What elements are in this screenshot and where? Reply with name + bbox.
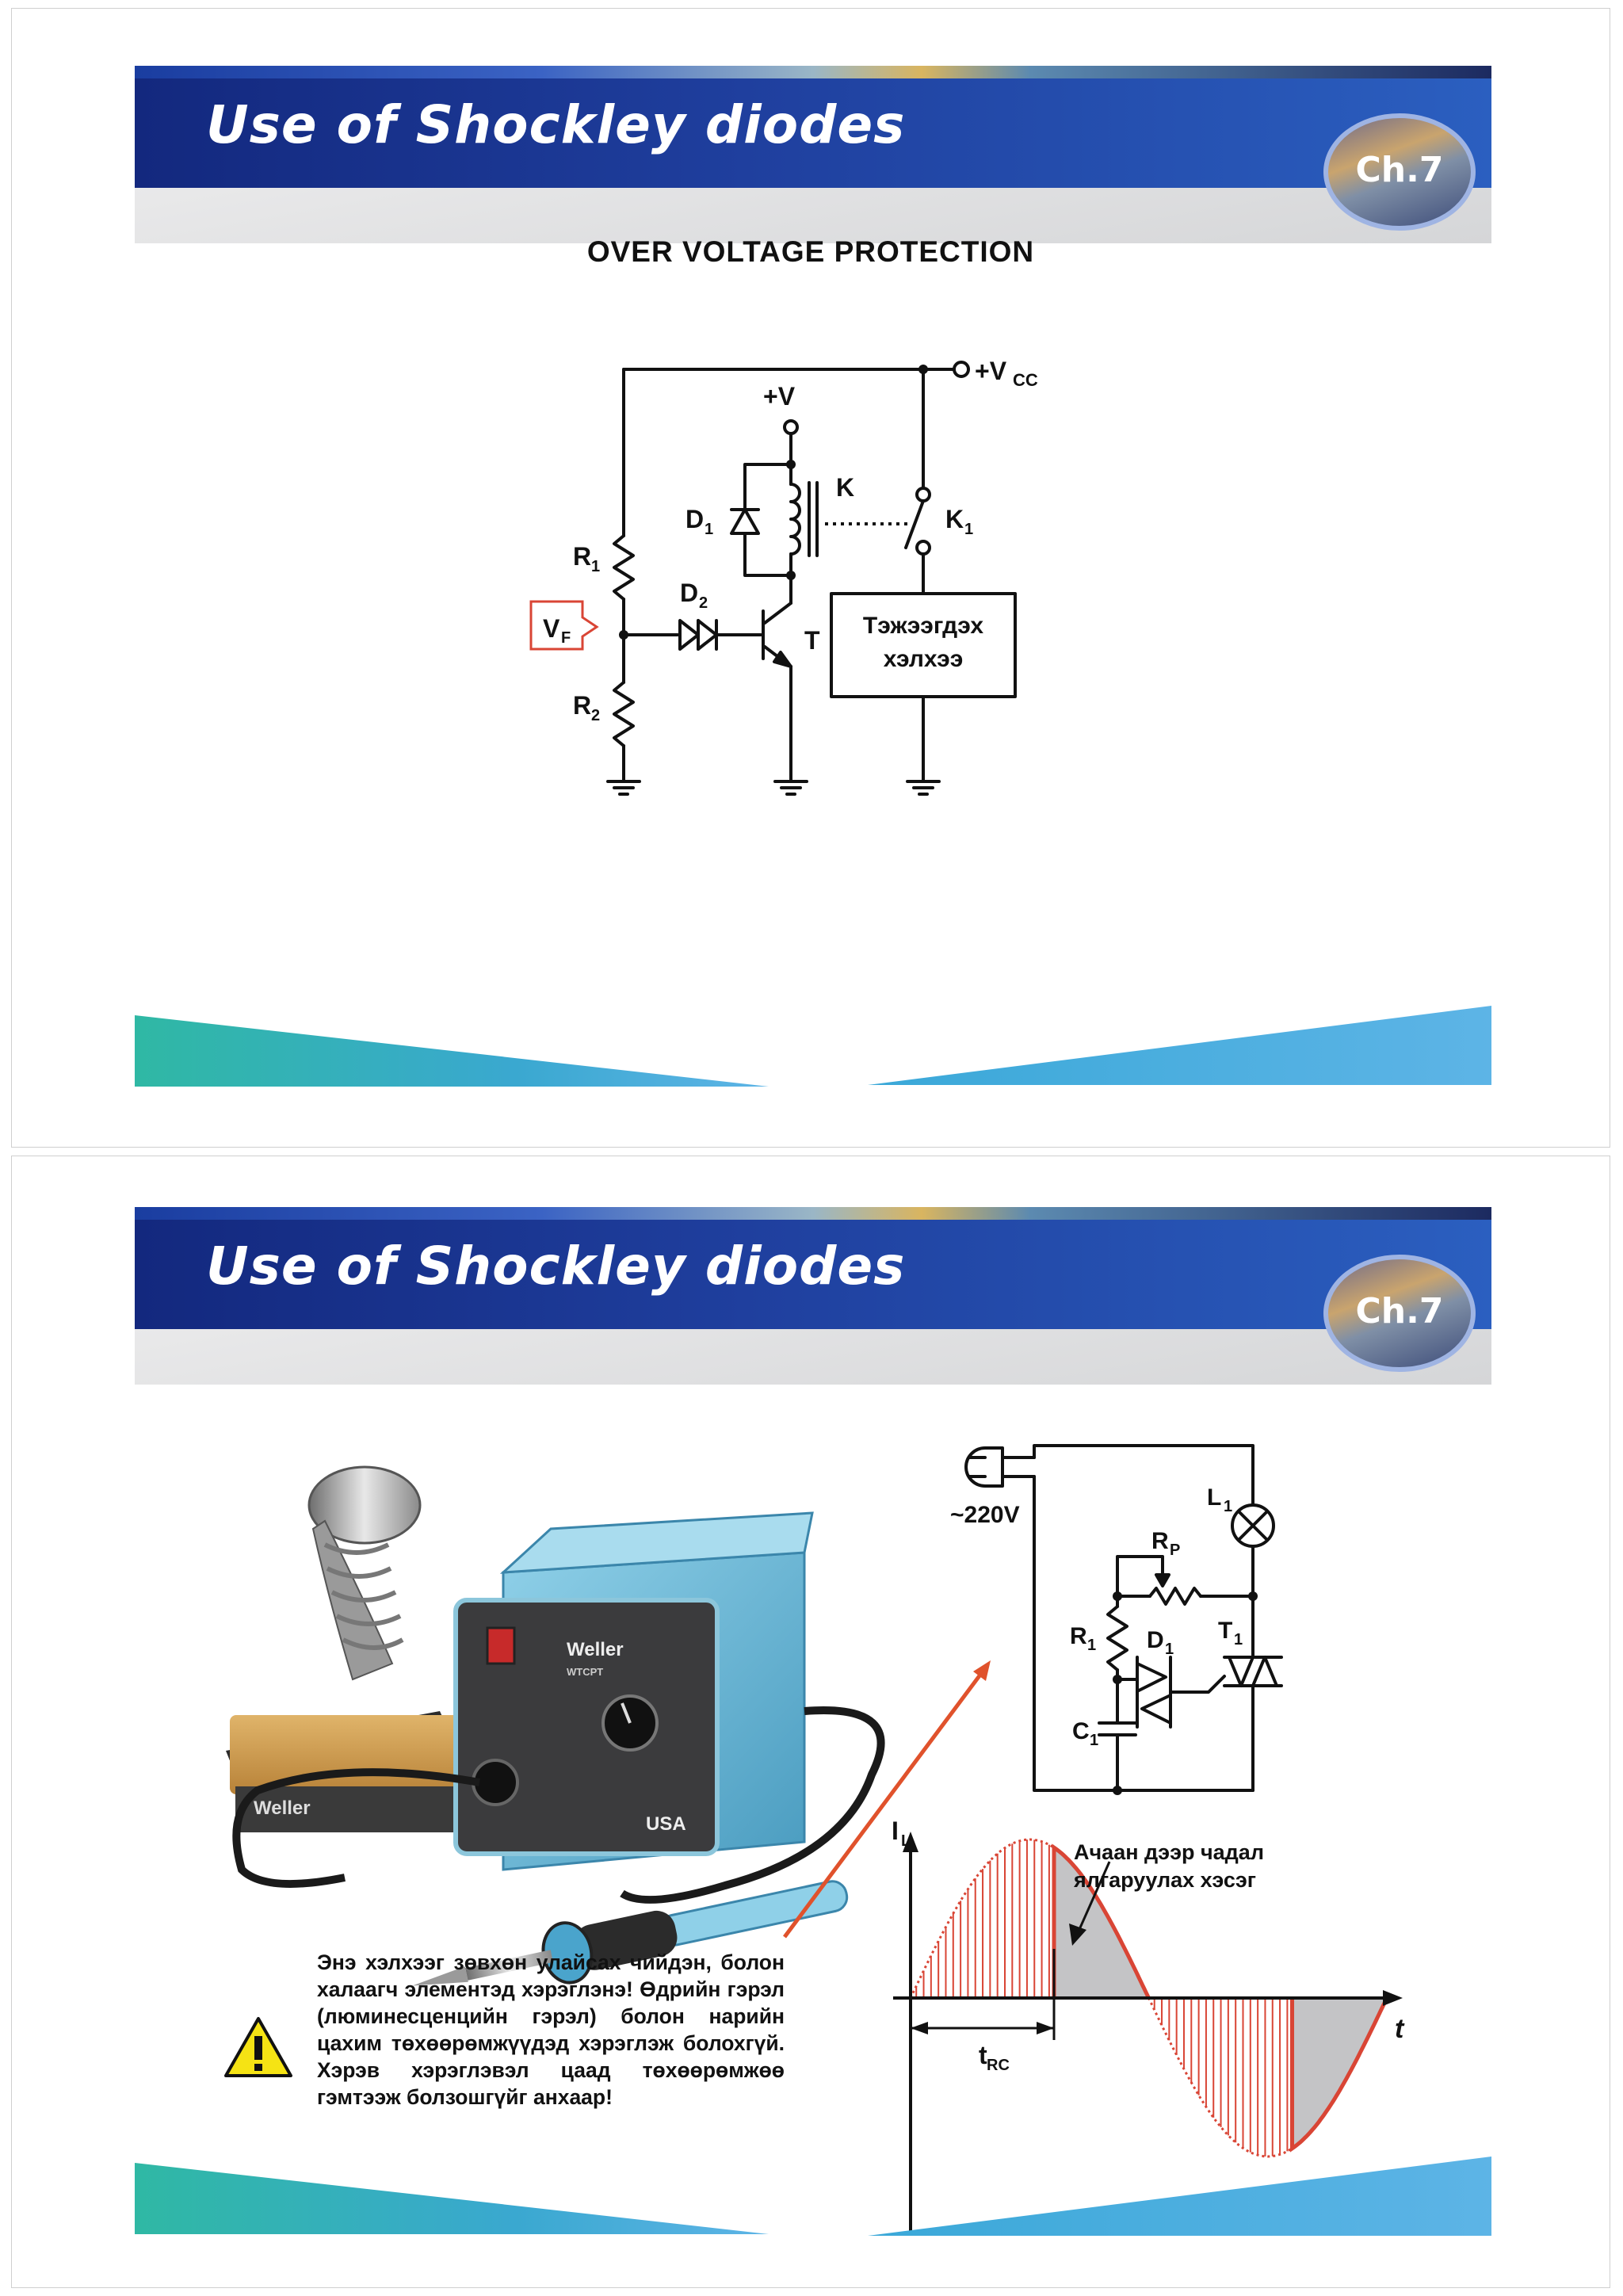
svg-text:1: 1 bbox=[1234, 1631, 1243, 1648]
svg-text:RC: RC bbox=[987, 2057, 1010, 2074]
svg-text:1: 1 bbox=[1165, 1641, 1174, 1658]
label-d1: D bbox=[1147, 1627, 1164, 1653]
svg-text:1: 1 bbox=[1224, 1498, 1232, 1515]
label-k: K bbox=[836, 473, 854, 502]
svg-text:1: 1 bbox=[705, 521, 713, 538]
dimmer-circuit: ~220V L 1 R P R 1 D 1 T 1 C 1 bbox=[950, 1444, 1283, 1795]
phase-control-graph: I L t t RC Ачаан дээр чадал ялгаруулах х… bbox=[892, 1817, 1405, 2236]
warning-text: Энэ хэлхээг зөвхөн улайсах чийдэн, болон… bbox=[317, 1950, 785, 2109]
label-220v: ~220V bbox=[950, 1502, 1020, 1528]
conduction-note: Ачаан дээр чадал bbox=[1074, 1840, 1264, 1864]
load-label: Тэжээгдэх bbox=[863, 613, 983, 639]
label-t: T bbox=[804, 626, 820, 655]
svg-text:1: 1 bbox=[1090, 1732, 1098, 1749]
stand-brand: Weller bbox=[254, 1797, 311, 1819]
slide-1: Use of Shockley diodes Ch.7 OVER VOLTAGE… bbox=[11, 8, 1610, 1148]
svg-text:хэлхээ: хэлхээ bbox=[884, 646, 964, 672]
label-vf: V bbox=[543, 614, 560, 643]
svg-text:2: 2 bbox=[699, 594, 708, 612]
chapter-badge: Ch.7 bbox=[1323, 113, 1476, 231]
label-r1: R bbox=[1070, 1623, 1087, 1649]
chapter-badge: Ch.7 bbox=[1323, 1255, 1476, 1372]
label-k1: K bbox=[945, 505, 964, 533]
svg-text:1: 1 bbox=[964, 521, 973, 538]
svg-text:2: 2 bbox=[591, 707, 600, 724]
label-r2: R bbox=[573, 691, 591, 720]
label-l1: L bbox=[1207, 1484, 1221, 1511]
svg-text:WTCPT: WTCPT bbox=[567, 1666, 603, 1678]
svg-text:CC: CC bbox=[1013, 370, 1038, 390]
slide-header: Use of Shockley diodes Ch.7 bbox=[135, 66, 1491, 243]
slide-header: Use of Shockley diodes Ch.7 bbox=[135, 1207, 1491, 1385]
label-t1: T bbox=[1218, 1618, 1232, 1644]
slide-2: Use of Shockley diodes Ch.7 Weller bbox=[11, 1156, 1610, 2288]
slide-title: Use of Shockley diodes bbox=[206, 1236, 906, 1297]
svg-text:L: L bbox=[901, 1832, 911, 1850]
label-d1: D bbox=[685, 505, 704, 533]
label-r1: R bbox=[573, 542, 591, 571]
station-brand: Weller bbox=[567, 1639, 624, 1660]
soldering-station-photo: Weller Weller WTCPT USA bbox=[226, 1465, 885, 1986]
axis-x-label: t bbox=[1395, 2014, 1405, 2044]
slide-subtitle: OVER VOLTAGE PROTECTION bbox=[586, 235, 1035, 268]
label-vcc: +V bbox=[975, 357, 1007, 385]
svg-text:1: 1 bbox=[1087, 1637, 1096, 1654]
svg-text:F: F bbox=[561, 629, 571, 647]
axis-y-label: I bbox=[892, 1817, 899, 1845]
svg-text:P: P bbox=[1170, 1541, 1180, 1559]
svg-text:ялгаруулах хэсэг: ялгаруулах хэсэг bbox=[1073, 1868, 1256, 1892]
label-rp: R bbox=[1151, 1528, 1169, 1554]
warning-icon bbox=[224, 2017, 292, 2077]
overvoltage-circuit: V F +V CC +V K K 1 D 1 D 2 R 1 R 2 T Тэж… bbox=[529, 357, 1038, 796]
svg-text:USA: USA bbox=[646, 1813, 686, 1835]
label-c1: C bbox=[1072, 1718, 1090, 1744]
label-d2: D bbox=[680, 579, 698, 607]
svg-text:1: 1 bbox=[591, 558, 600, 575]
label-plus-v: +V bbox=[763, 382, 796, 411]
label-trc: t bbox=[979, 2041, 987, 2069]
slide-title: Use of Shockley diodes bbox=[206, 94, 906, 155]
